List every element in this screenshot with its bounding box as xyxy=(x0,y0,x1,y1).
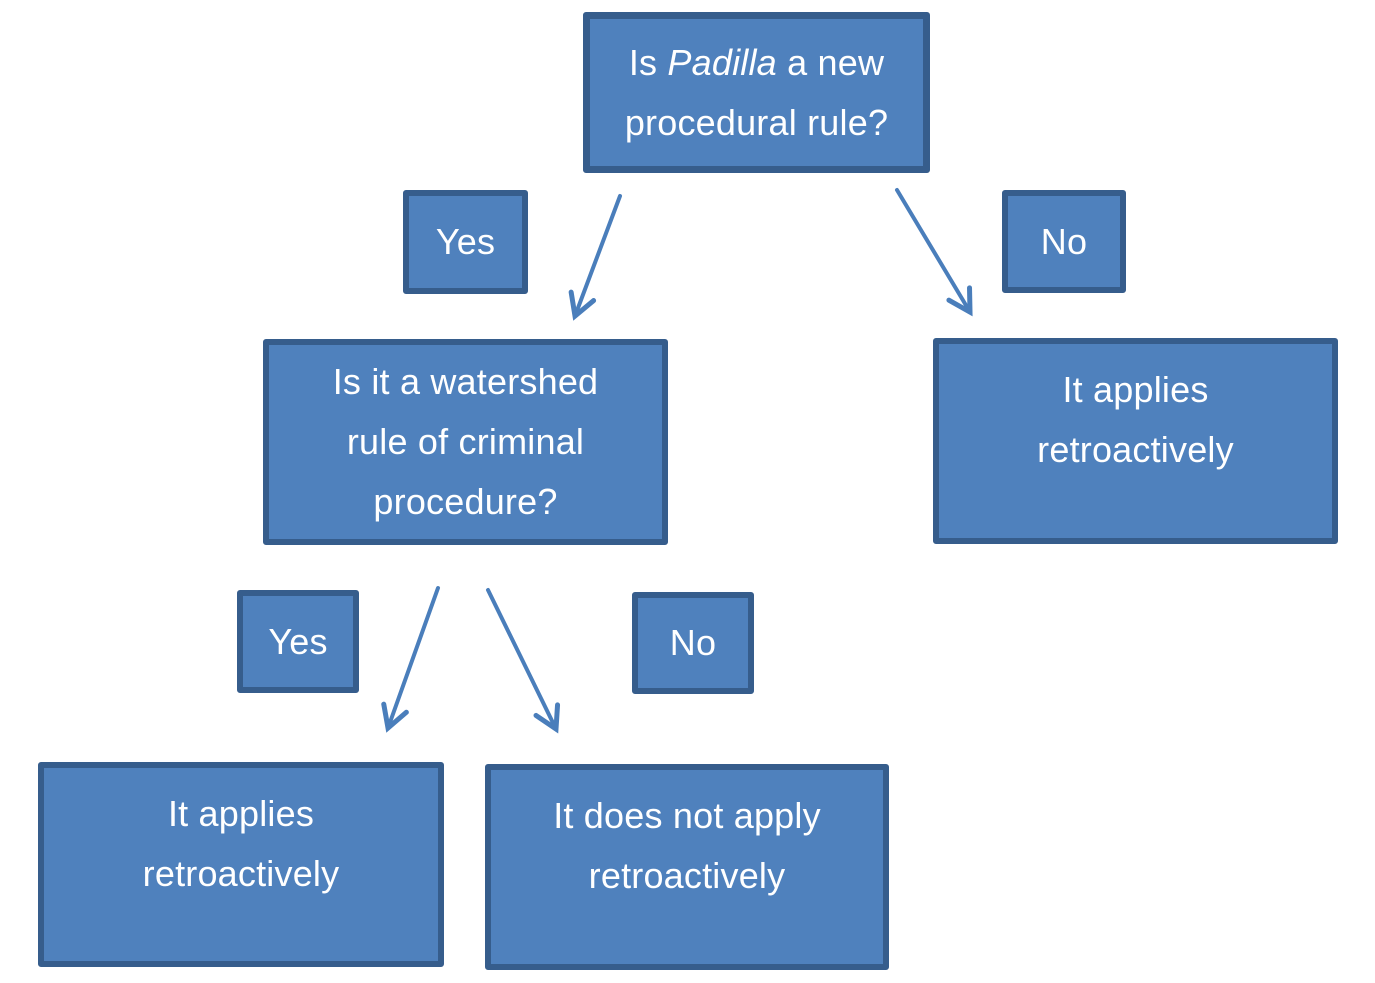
watershed-line-1: Is it a watershed xyxy=(332,361,599,402)
applies-left-line-1: It applies xyxy=(167,792,315,834)
does-not-apply-line-1: It does not apply xyxy=(553,795,821,836)
applies-left-line-2: retroactively xyxy=(142,852,340,894)
root-question-line-2: procedural rule? xyxy=(624,101,889,143)
branch1-no-text: No xyxy=(1040,220,1088,262)
label-branch1-yes: Yes xyxy=(403,190,528,294)
does-not-apply-line-2: retroactively xyxy=(588,855,786,896)
branch2-no-text: No xyxy=(669,622,717,663)
node-applies-retroactively-left: It applies retroactively xyxy=(38,762,444,967)
label-branch2-yes: Yes xyxy=(237,590,359,693)
arrow-root-no xyxy=(895,188,973,317)
label-branch2-no: No xyxy=(632,592,754,694)
padilla-case-name: Padilla xyxy=(667,41,777,83)
node-does-not-apply: It does not apply retroactively xyxy=(485,764,889,970)
watershed-line-2: rule of criminal xyxy=(346,421,585,462)
root-question-text-post: a new xyxy=(776,41,885,83)
branch1-yes-text: Yes xyxy=(435,221,496,262)
arrow-watershed-no xyxy=(486,588,561,734)
applies-right-line-2: retroactively xyxy=(1037,429,1234,470)
node-watershed-question: Is it a watershed rule of criminal proce… xyxy=(263,339,668,545)
branch2-yes-text: Yes xyxy=(268,620,328,662)
root-question-text-pre: Is xyxy=(628,41,668,83)
arrow-watershed-yes xyxy=(381,586,440,733)
label-branch1-no: No xyxy=(1002,190,1126,293)
applies-right-line-1: It applies xyxy=(1062,369,1209,410)
node-root-question: Is Padilla a new procedural rule? xyxy=(583,12,930,173)
arrow-root-yes xyxy=(568,194,622,321)
root-question-line-1: Is Padilla a new xyxy=(629,33,884,93)
watershed-line-3: procedure? xyxy=(373,481,558,522)
node-applies-retroactively-right: It applies retroactively xyxy=(933,338,1338,544)
